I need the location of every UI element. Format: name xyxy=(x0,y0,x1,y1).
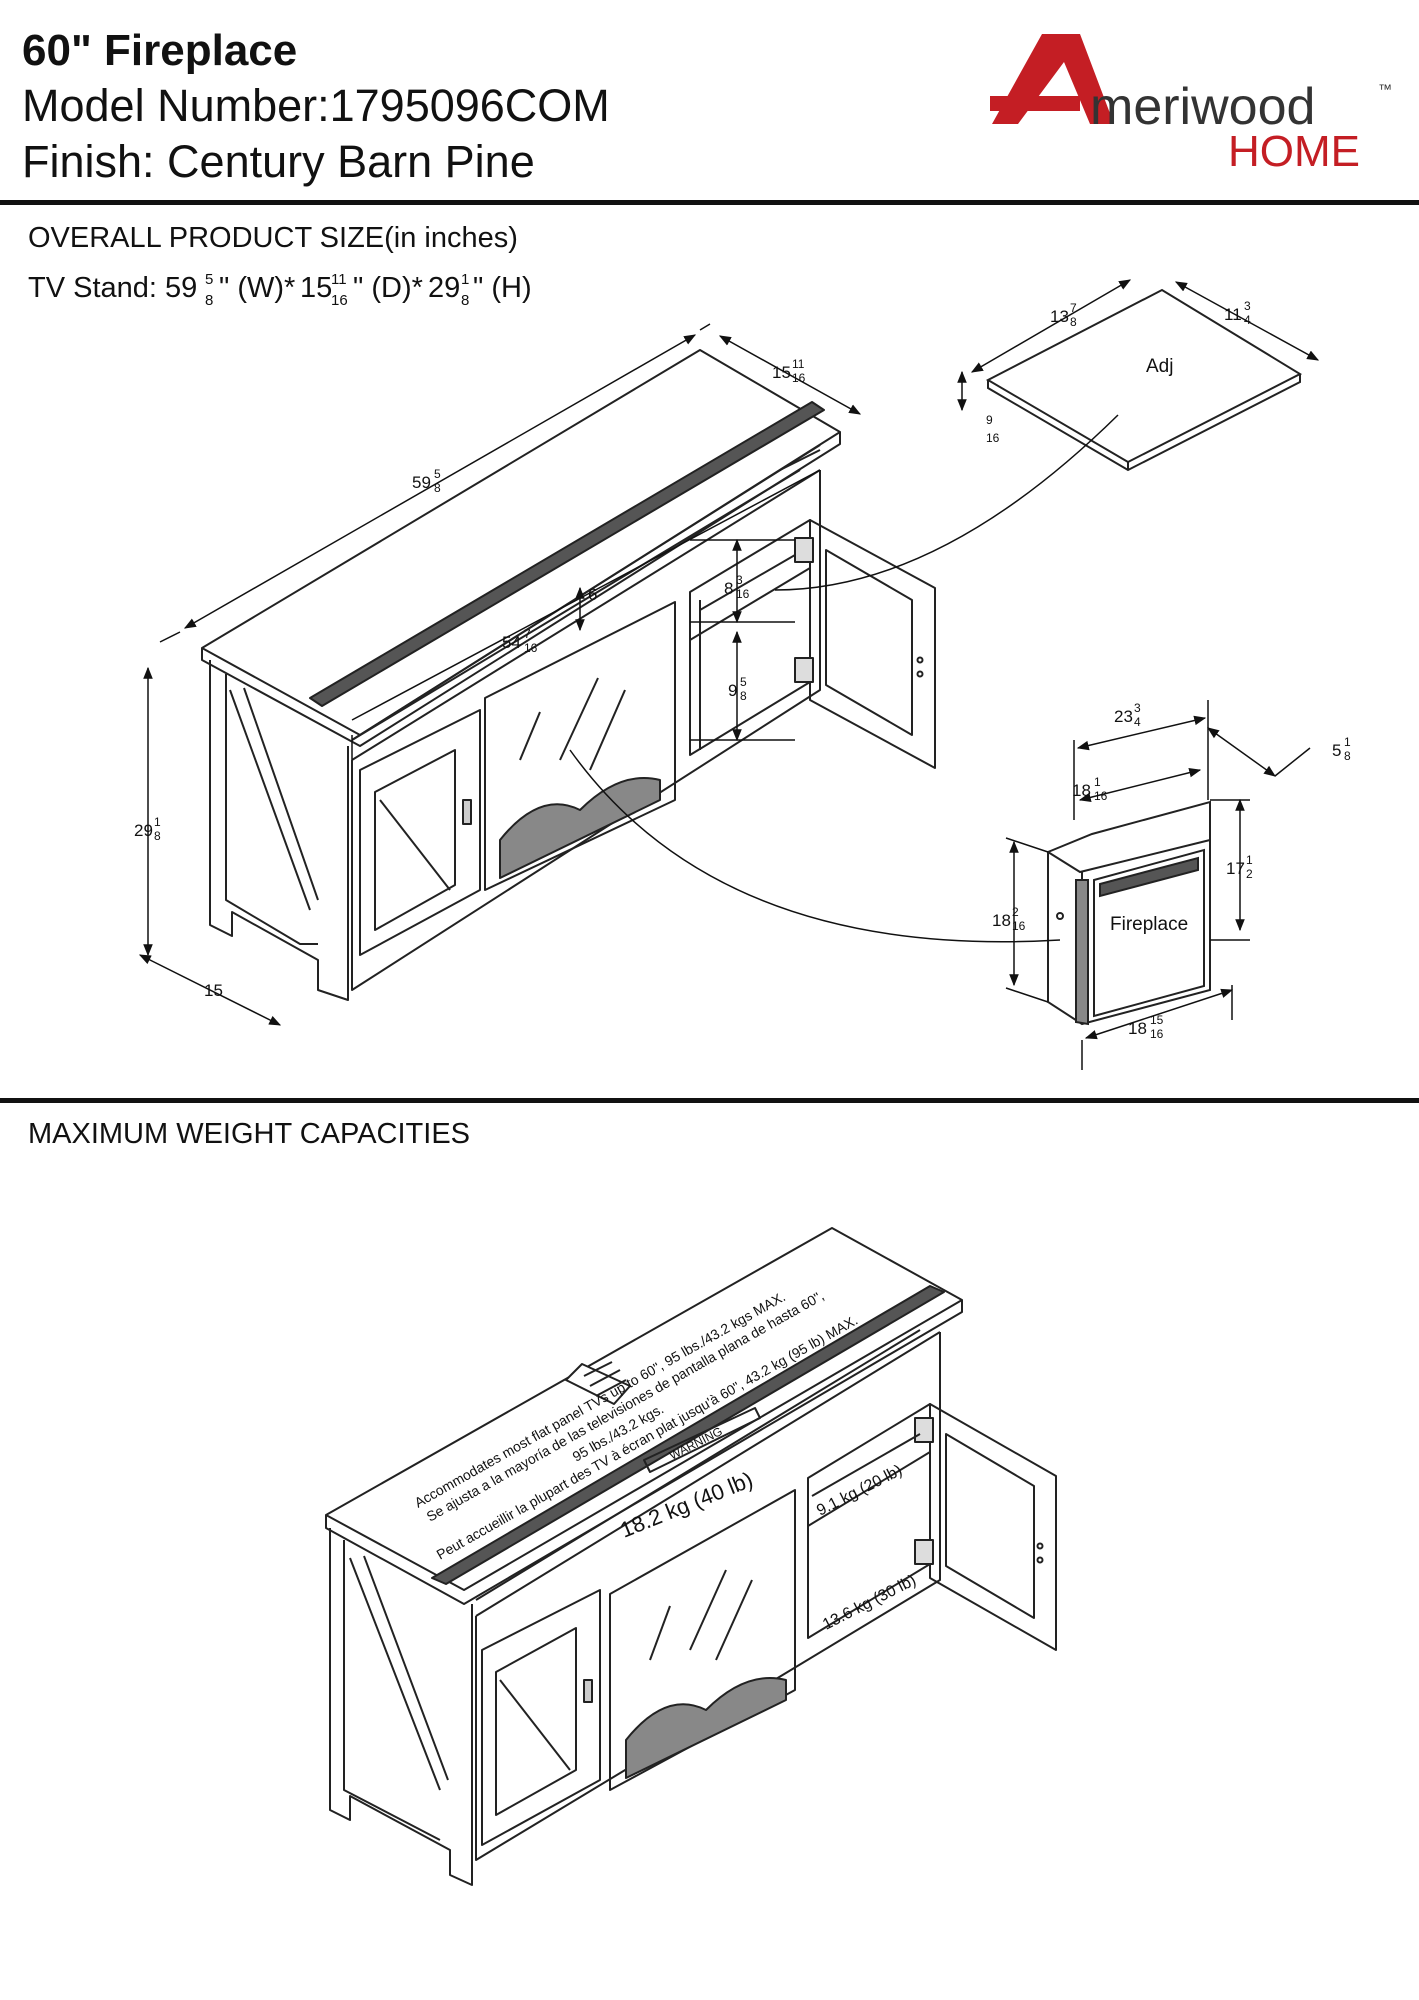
svg-text:8: 8 xyxy=(1070,315,1077,329)
svg-text:8: 8 xyxy=(205,292,213,309)
svg-text:15: 15 xyxy=(1150,1013,1164,1027)
svg-text:17: 17 xyxy=(1226,859,1245,878)
model-number: Model Number:1795096COM xyxy=(22,80,610,131)
svg-text:2: 2 xyxy=(1246,867,1253,881)
svg-text:8: 8 xyxy=(1344,749,1351,763)
svg-text:16: 16 xyxy=(524,641,538,655)
dim-depth: 15 11 16 xyxy=(772,357,806,385)
dim-base-depth: 15 xyxy=(204,981,223,1000)
svg-text:5: 5 xyxy=(740,675,747,689)
svg-text:54: 54 xyxy=(502,633,521,652)
svg-text:5: 5 xyxy=(1332,741,1341,760)
dim-shelf-thickness: 9 16 xyxy=(986,413,1000,445)
dim-width: 59 5 8 xyxy=(412,467,441,495)
header-divider xyxy=(0,200,1419,205)
finish: Finish: Century Barn Pine xyxy=(22,136,535,187)
svg-text:18: 18 xyxy=(1072,781,1091,800)
svg-text:13: 13 xyxy=(1050,307,1069,326)
weight-section-title: MAXIMUM WEIGHT CAPACITIES xyxy=(28,1118,471,1150)
svg-text:8: 8 xyxy=(740,689,747,703)
svg-text:29: 29 xyxy=(428,272,460,304)
svg-text:7: 7 xyxy=(524,627,531,641)
svg-text:8: 8 xyxy=(724,579,733,598)
svg-text:1: 1 xyxy=(1344,735,1351,749)
svg-text:1: 1 xyxy=(1246,853,1253,867)
svg-text:5: 5 xyxy=(205,271,213,288)
logo-home: HOME xyxy=(1228,127,1360,176)
shelf-label: Adj xyxy=(1146,356,1173,377)
fireplace-dimension-lines xyxy=(569,700,1311,1070)
svg-text:8: 8 xyxy=(461,292,469,309)
tv-stand-dimension-drawing xyxy=(201,349,936,1001)
svg-text:11: 11 xyxy=(331,271,347,288)
svg-text:" (W)*: " (W)* xyxy=(219,272,295,304)
svg-text:16: 16 xyxy=(986,431,1000,445)
svg-text:29: 29 xyxy=(134,821,153,840)
shelf-load-capacity: 9.1 kg (20 lb) xyxy=(814,1462,905,1520)
weight-capacity-drawing xyxy=(325,1227,1057,1886)
dim-shelf-depth: 11 3 4 xyxy=(1224,299,1251,327)
svg-text:16: 16 xyxy=(736,587,750,601)
svg-text:2: 2 xyxy=(1012,905,1019,919)
logo-wordmark: meriwood xyxy=(1090,78,1315,136)
fireplace-label: Fireplace xyxy=(1110,914,1188,935)
svg-text:18: 18 xyxy=(992,911,1011,930)
svg-text:16: 16 xyxy=(331,292,348,309)
logo-trademark: ™ xyxy=(1378,81,1392,97)
shelf-dimension-lines xyxy=(774,279,1320,591)
svg-text:" (D)*: " (D)* xyxy=(353,272,423,304)
svg-text:1: 1 xyxy=(461,271,469,288)
svg-text:23: 23 xyxy=(1114,707,1133,726)
svg-text:4: 4 xyxy=(1134,715,1141,729)
svg-text:16: 16 xyxy=(1012,919,1026,933)
svg-text:11: 11 xyxy=(792,357,805,371)
logo-a-bar xyxy=(990,96,1080,111)
top-load-capacity: 18.2 kg (40 lb) xyxy=(617,1467,757,1543)
dim-rail-height: 6 xyxy=(588,585,597,604)
svg-text:8: 8 xyxy=(434,481,441,495)
svg-text:3: 3 xyxy=(736,573,743,587)
section-divider xyxy=(0,1098,1419,1103)
svg-text:1: 1 xyxy=(154,815,161,829)
svg-text:1: 1 xyxy=(1094,775,1101,789)
page-title: 60" Fireplace xyxy=(22,26,298,75)
svg-text:4: 4 xyxy=(1244,313,1251,327)
dim-fireplace-inner-width: 18 1 16 xyxy=(1072,775,1108,803)
dim-fireplace-height: 17 1 2 xyxy=(1226,853,1253,881)
svg-text:3: 3 xyxy=(1244,299,1251,313)
dim-fireplace-base-width: 18 15 16 xyxy=(1128,1013,1164,1041)
svg-text:15: 15 xyxy=(300,272,332,304)
dim-inner-width: 54 7 16 xyxy=(502,627,538,655)
stand-dimension-lines xyxy=(138,323,862,1026)
svg-text:15: 15 xyxy=(772,363,791,382)
svg-text:TV Stand: 59: TV Stand: 59 xyxy=(28,272,197,304)
svg-text:11: 11 xyxy=(1224,305,1242,324)
svg-text:18: 18 xyxy=(1128,1019,1147,1038)
dim-shelf-width: 13 7 8 xyxy=(1050,301,1077,329)
svg-text:9: 9 xyxy=(728,681,737,700)
dim-fireplace-width: 23 3 4 xyxy=(1114,701,1141,729)
size-section-title: OVERALL PRODUCT SIZE(in inches) xyxy=(28,222,518,254)
svg-text:16: 16 xyxy=(1150,1027,1164,1041)
dim-upper-opening: 8 3 16 xyxy=(724,573,750,601)
dim-height: 29 1 8 xyxy=(134,815,161,843)
size-summary: TV Stand: 59 5 8 " (W)* 15 11 16 " (D)* … xyxy=(28,271,532,309)
svg-text:3: 3 xyxy=(1134,701,1141,715)
svg-text:5: 5 xyxy=(434,467,441,481)
ameriwood-logo: meriwood ™ HOME xyxy=(990,34,1392,176)
dim-lower-opening: 9 5 8 xyxy=(728,675,747,703)
svg-text:7: 7 xyxy=(1070,301,1077,315)
svg-text:9: 9 xyxy=(986,413,993,427)
warning-text-es-1: Se ajusta a la mayoría de las television… xyxy=(424,1287,827,1525)
adjustable-shelf-drawing xyxy=(985,288,1303,472)
svg-text:8: 8 xyxy=(154,829,161,843)
svg-text:" (H): " (H) xyxy=(473,272,532,304)
svg-text:16: 16 xyxy=(1094,789,1108,803)
fireplace-insert-drawing xyxy=(1047,800,1211,1026)
dim-fireplace-depth: 5 1 8 xyxy=(1332,735,1351,763)
svg-text:16: 16 xyxy=(792,371,806,385)
svg-text:59: 59 xyxy=(412,473,431,492)
dim-fireplace-inner-height: 18 2 16 xyxy=(992,905,1026,933)
